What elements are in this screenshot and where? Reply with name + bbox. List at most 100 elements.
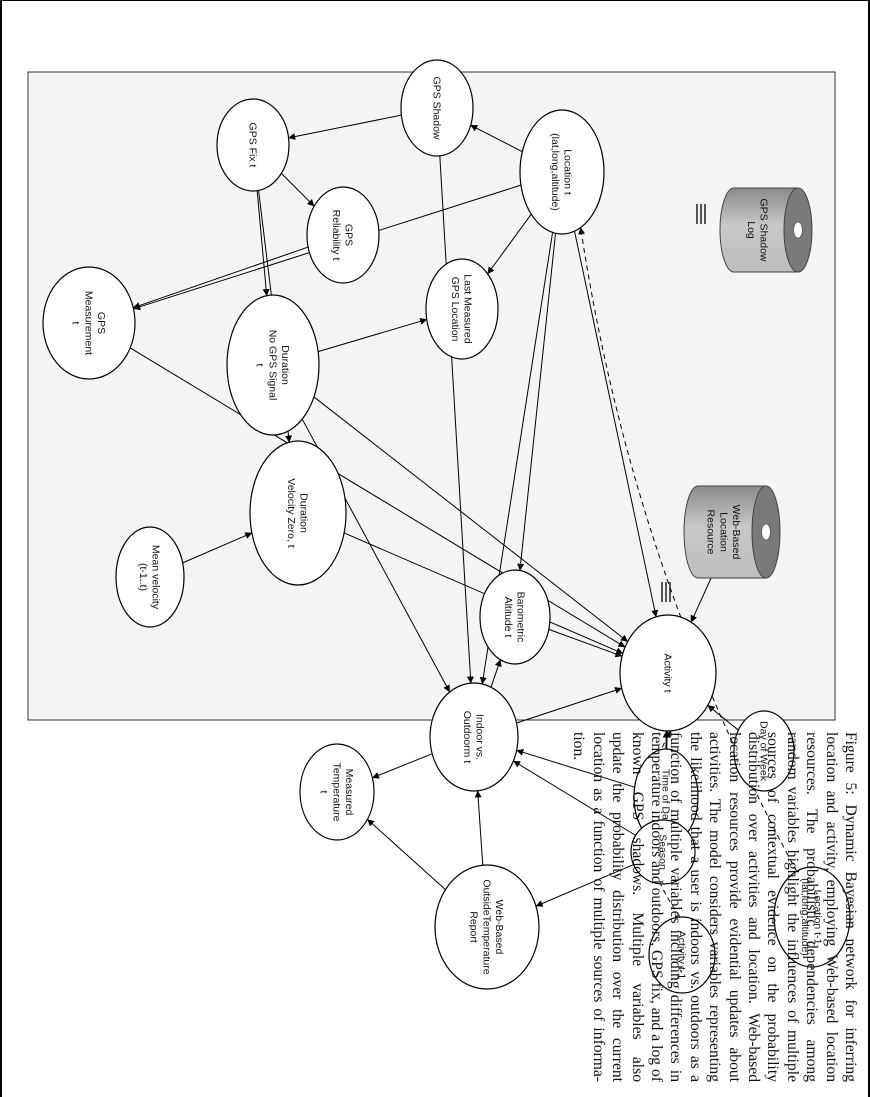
edge-time_of_day-to-indoor (516, 748, 635, 788)
node-indoor: Indoor vs.Outdoorm t (429, 682, 519, 792)
node-label-line: Outdoorm t (461, 711, 473, 764)
caption-line: the likelihood that a user is indoors vs… (667, 732, 704, 1082)
node-label-line: Indoor vs. (474, 714, 486, 760)
node-label-line: Day of Week (757, 721, 769, 782)
edge-day_of_week-to-activity_t (707, 704, 739, 731)
node-day-of-week: Day of Week (733, 710, 795, 792)
edge-gps_reliability-to-gps_measurement (132, 246, 309, 309)
caption-line: update the probability distribution over… (589, 732, 627, 1082)
edge-location_t-to-last_measured (487, 213, 532, 275)
node-label-line: t (254, 364, 266, 367)
node-label-line: Last Measured (462, 274, 474, 344)
node-mean-velocity: Mean velocity(t-1..t) (115, 526, 185, 628)
node-label-line: (lat,long,altitude) (799, 878, 811, 956)
edge-gps_shadow-to-indoor (439, 155, 474, 684)
caption-line: tion. (570, 732, 588, 761)
node-label-line: Measured (343, 769, 355, 816)
node-label-line: Altitude t (502, 597, 514, 638)
left-border-line (0, 0, 2, 1097)
node-season: Season (630, 819, 696, 885)
node-label-line: Duration (298, 493, 310, 533)
figure-caption: Figure 5: Dynamic Bayesian network for i… (15, 732, 860, 1082)
node-gps-fix: GPS Fix t (216, 98, 290, 192)
node-label-line: Temperature (330, 763, 342, 822)
edge-duration_no_gps-to-activity_t (313, 396, 628, 642)
node-label-line: Time of Day (659, 769, 671, 826)
edge-web_temp-to-indoor (474, 790, 484, 866)
edge-gps_shadow-to-gps_fix (288, 114, 402, 140)
node-label-line: Duration (279, 345, 291, 385)
node-label-line: Activity t (661, 653, 673, 692)
node-label-line: Resource (705, 510, 717, 555)
node-label-line: (t-1..t) (137, 563, 149, 591)
edge-mean_velocity-to-duration_vel_zero (182, 532, 253, 564)
node-label-line: GPS Fix t (246, 123, 258, 168)
top-border-line (0, 0, 870, 1)
edge-duration_no_gps-to-last_measured (318, 317, 428, 353)
edge-season-to-web_temp (535, 864, 634, 907)
edge-indoor-to-measured_temp (372, 753, 433, 779)
caption-line: Figure 5: Dynamic Bayesian network for i… (822, 732, 859, 1082)
caption-line: resources. The probabilistic dependencie… (783, 732, 821, 1082)
edge-web_location_resource-to-activity_t (690, 577, 712, 623)
caption-line: sources of contextual evidence on the pr… (744, 732, 782, 1082)
node-label-line: GPS (343, 224, 355, 246)
node-label-line: t (318, 791, 330, 794)
node-label-line: t (70, 322, 82, 325)
right-border-line (868, 0, 870, 1097)
node-label-line: (lat,long,altitude) (549, 133, 561, 211)
node-label-line: GPS Shadow (758, 198, 770, 261)
caption-line: temperature indoors and outdoors, GPS fi… (628, 732, 665, 1082)
edge-location_t-to-activity_t (574, 231, 659, 618)
nodes-layer: Location t(lat,long,altitude)GPS ShadowG… (42, 59, 851, 994)
node-label-line: Velocity Zero, t (285, 478, 297, 548)
node-label-line: Measurement (82, 291, 94, 355)
node-label-line: Location (717, 512, 729, 552)
edge-location_t-to-barometric (517, 233, 557, 571)
edges-layer (129, 114, 798, 918)
edge-season-to-indoor (513, 760, 636, 836)
edge-indoor-to-barometric (490, 659, 502, 688)
edge-location_t-to-gps_shadow (470, 124, 523, 153)
edge-gps_fix-to-duration_no_gps (256, 190, 270, 297)
node-label-line: Web-Based (730, 505, 742, 560)
edge-indoor-to-activity_t (516, 687, 623, 724)
node-label-line: GPS Location (449, 277, 461, 342)
node-label-line: Web-Based (493, 900, 505, 955)
node-label-line: OutsideTemperature (480, 879, 492, 974)
node-label-line: Barometric (515, 592, 527, 643)
caption-line: location resources provide evidential up… (706, 732, 743, 1082)
node-label-line: GPS (95, 312, 107, 334)
node-activity-t: Activity t (619, 614, 717, 732)
edge-gps_fix-to-gps_reliability (280, 172, 315, 207)
edge-web_temp-to-measured_temp (367, 818, 446, 891)
node-label-line: Location t-1 (812, 890, 824, 945)
node-label-line: Log (745, 221, 757, 239)
node-gps-shadow: GPS Shadow (400, 59, 474, 157)
node-label-line: No GPS Signal (266, 330, 278, 401)
node-label-line: GPS Shadow (430, 76, 442, 139)
node-location-t: Location t(lat,long,altitude) (519, 109, 605, 235)
node-label-line: Location t (562, 149, 574, 195)
node-activity-prev: Activity t-1 (648, 916, 716, 994)
node-label-line: Activity t-1 (675, 931, 687, 980)
node-label-line: Reliability t (330, 210, 342, 261)
node-label-line: Mean velocity (150, 545, 162, 610)
node-location-prev: Location t-1(lat,long,altitude) (773, 866, 851, 968)
node-label-line: Report (468, 911, 480, 943)
edge-duration_vel_zero-to-activity_t (343, 532, 624, 655)
